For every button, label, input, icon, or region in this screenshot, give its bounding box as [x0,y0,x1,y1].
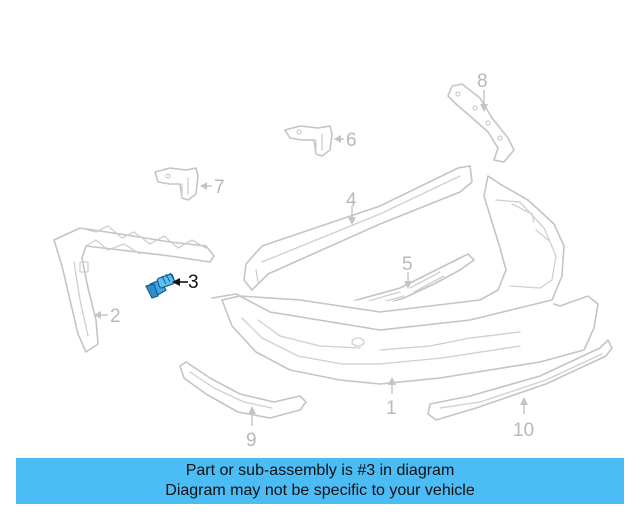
callout-10: 10 [513,420,534,441]
part-6-bracket [284,125,333,157]
part-10-molding [427,339,613,421]
callout-6: 6 [346,130,357,151]
callout-4: 4 [346,190,357,211]
callout-5: 5 [402,254,413,275]
part-3-fastener [145,272,176,299]
callout-2: 2 [110,306,121,327]
callout-8: 8 [477,71,488,92]
callout-3: 3 [188,272,199,293]
part-1-bumper-cover [211,175,599,385]
callout-9: 9 [246,430,257,451]
part-2-side-bracket [53,225,215,353]
part-7-bracket [154,167,199,201]
banner-line-1: Part or sub-assembly is #3 in diagram [185,462,455,479]
part-4-reinforcement [243,165,473,291]
callout-1: 1 [386,398,397,419]
banner-line-2: Diagram may not be specific to your vehi… [165,482,475,499]
part-9-molding [179,361,307,419]
info-banner: Part or sub-assembly is #3 in diagram Di… [16,458,624,504]
callout-7: 7 [214,177,225,198]
part-8-bracket [447,83,515,163]
